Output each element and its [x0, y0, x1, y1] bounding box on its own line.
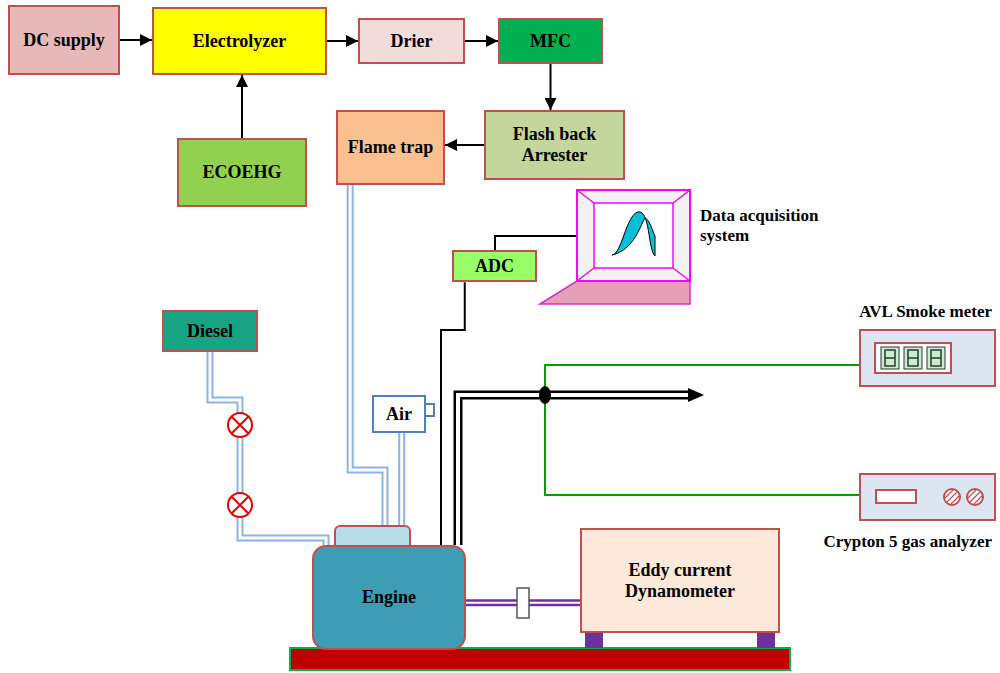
valve-cross — [232, 497, 249, 514]
laptop-bevel — [577, 190, 690, 281]
valve — [228, 413, 252, 437]
display-digits — [881, 347, 945, 369]
sample-junction — [539, 386, 551, 404]
gas-analyzer — [860, 474, 995, 520]
connector-group — [210, 352, 326, 545]
process-box: DC supply — [8, 5, 120, 75]
sample-line — [545, 395, 860, 495]
box-label: Electrolyzer — [193, 31, 287, 52]
digit-cell — [927, 347, 945, 369]
flow-arrow — [465, 40, 498, 42]
digit-segments — [931, 350, 941, 366]
exhaust-arrow — [688, 388, 704, 402]
box-label: Flame trap — [348, 137, 433, 158]
base-plate — [290, 648, 790, 670]
smoke-meter-body — [860, 330, 995, 386]
sample-line — [545, 365, 860, 395]
flow-arrow — [120, 39, 152, 41]
air-inlet — [426, 404, 434, 416]
connector-group — [550, 64, 551, 110]
box-label: DC supply — [23, 30, 105, 51]
dynamometer-foot — [585, 633, 603, 648]
digit-cell — [904, 347, 922, 369]
smoke-meter — [860, 330, 995, 386]
digit-segments — [885, 350, 895, 366]
box-label: Air — [386, 404, 412, 425]
shaft-coupling — [517, 588, 529, 618]
laptop-base — [540, 281, 690, 304]
connector-group — [350, 185, 385, 545]
knob-hatch — [945, 490, 982, 504]
flow-arrow — [327, 40, 358, 42]
box-label: MFC — [530, 31, 571, 52]
dynamometer-foot — [757, 633, 775, 648]
process-box: Electrolyzer — [152, 7, 327, 75]
laptop-screen-frame — [577, 190, 690, 281]
laptop — [540, 190, 690, 304]
connector-core — [350, 185, 385, 545]
connector-group — [327, 41, 358, 42]
process-box: Flash back Arrester — [484, 110, 625, 180]
box-label: ECOEHG — [202, 162, 281, 183]
illustration — [228, 190, 995, 670]
box-label: Diesel — [187, 321, 233, 342]
flow-arrow — [241, 75, 243, 138]
connector-group — [465, 41, 498, 42]
smoke-meter-display — [875, 343, 951, 373]
process-box: Diesel — [162, 310, 258, 352]
connector-group — [445, 145, 484, 146]
connector-group — [242, 75, 243, 138]
signal-curve — [612, 212, 655, 256]
signal-wire — [495, 236, 577, 250]
box-label: Eddy current Dynamometer — [588, 560, 772, 601]
process-box: Drier — [358, 18, 465, 64]
process-box: Flame trap — [336, 110, 445, 185]
valve-cross — [232, 417, 249, 434]
digit-cell — [881, 347, 899, 369]
box-label: ADC — [475, 256, 514, 277]
exhaust-pipe-core — [458, 395, 690, 547]
valve-body — [228, 413, 252, 437]
process-box: Engine — [312, 545, 466, 650]
connector-core — [210, 352, 326, 545]
connector-group — [120, 40, 152, 41]
process-box: ADC — [452, 250, 537, 283]
box-label: Engine — [362, 587, 416, 608]
instrument-label: Crypton 5 gas analyzer — [823, 532, 992, 552]
box-label: Flash back Arrester — [492, 124, 617, 165]
process-box: MFC — [498, 18, 603, 64]
process-box: Air — [372, 395, 426, 433]
gas-analyzer-display — [876, 490, 916, 503]
process-box: Eddy current Dynamometer — [580, 528, 780, 633]
digit-segments — [908, 350, 918, 366]
valve-body — [228, 493, 252, 517]
valve — [228, 493, 252, 517]
laptop-screen — [594, 203, 673, 268]
instrument-label: AVL Smoke meter — [859, 302, 992, 322]
pipe-connector — [350, 185, 385, 545]
process-box: ECOEHG — [177, 138, 307, 207]
flow-arrow — [550, 64, 552, 110]
instrument-label: Data acquisition system — [700, 206, 870, 247]
pipe-connector — [210, 352, 326, 545]
flow-arrow — [445, 144, 484, 146]
gas-analyzer-body — [860, 474, 995, 520]
exhaust-pipe — [458, 395, 688, 545]
box-label: Drier — [391, 31, 433, 52]
